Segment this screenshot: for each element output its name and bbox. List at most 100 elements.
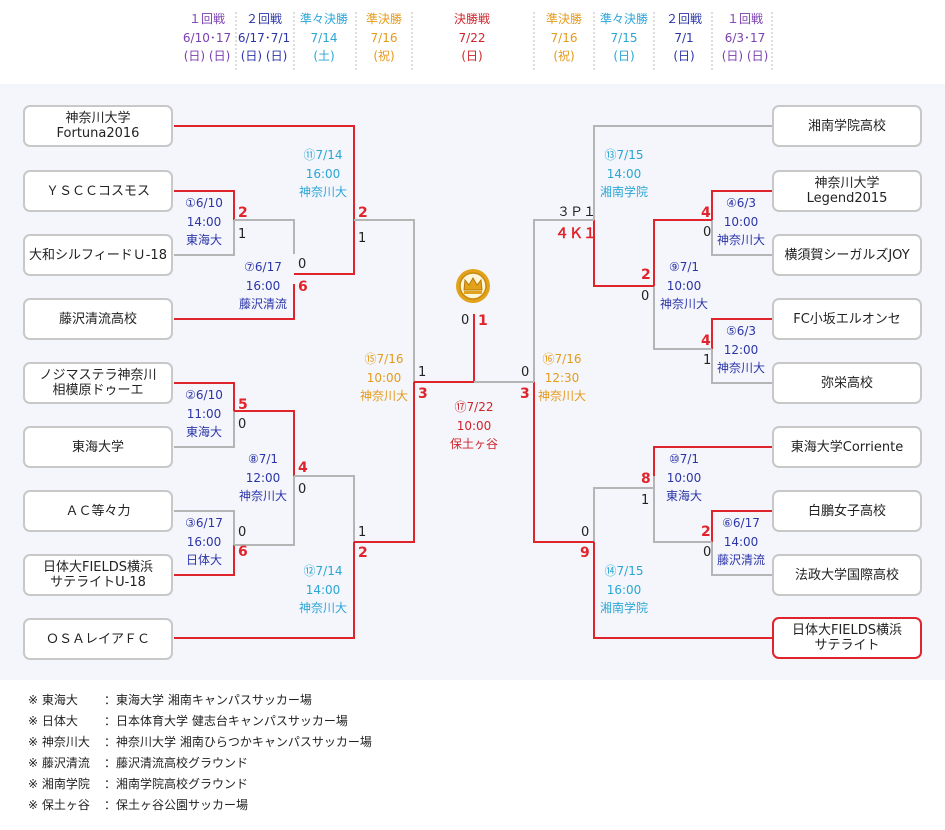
round-date: 7/1 bbox=[674, 30, 694, 45]
round-label: 決勝戦 bbox=[453, 12, 490, 26]
score: 5 bbox=[238, 397, 248, 413]
line-l-m15-top bbox=[354, 219, 415, 382]
round-label: 準決勝 bbox=[545, 12, 582, 26]
line-r-m9-bot bbox=[653, 286, 712, 350]
score: 4 bbox=[701, 205, 711, 221]
team-right-3: 横須賀シーガルズJOY bbox=[772, 234, 922, 276]
round-label: 準々決勝 bbox=[599, 12, 648, 26]
team-left-7: ＡＣ等々力 bbox=[23, 490, 173, 532]
score: 1 bbox=[358, 231, 367, 246]
header-sf-right: 準決勝 7/16 (祝) bbox=[536, 10, 592, 66]
line-l-m8-bot bbox=[234, 476, 295, 546]
round-label: ２回戦 bbox=[245, 12, 282, 26]
line-l-m8-top bbox=[234, 410, 295, 476]
line-l-m2-top bbox=[174, 382, 235, 411]
header-round1-right: １回戦 6/3･17 (日) (日) bbox=[714, 10, 776, 66]
crown-medal-icon bbox=[456, 269, 490, 303]
round-day: (祝) bbox=[553, 49, 575, 63]
legend-row: ※ 日体大：日本体育大学 健志台キャンパスサッカー場 bbox=[28, 714, 348, 728]
score: 0 bbox=[298, 482, 307, 497]
team-left-2: ＹＳＣＣコスモス bbox=[23, 170, 173, 212]
score: 6 bbox=[238, 544, 248, 560]
score: 1 bbox=[238, 227, 247, 242]
line-r-m4-top bbox=[711, 190, 772, 220]
round-day: (日) (日) bbox=[240, 49, 288, 63]
line-l-m11-bot bbox=[294, 220, 355, 275]
line-l-m1-top bbox=[174, 190, 235, 220]
line-r-m6-bot bbox=[711, 542, 772, 576]
line-l-m11-top bbox=[174, 125, 355, 220]
score: 1 bbox=[418, 365, 427, 380]
legend-row: ※ 藤沢清流：藤沢清流高校グラウンド bbox=[28, 756, 249, 770]
round-date: 7/14 bbox=[310, 30, 338, 45]
score: 0 bbox=[521, 365, 530, 380]
venue-legend: ※ 東海大：東海大学 湘南キャンパスサッカー場 ※ 日体大：日本体育大学 健志台… bbox=[28, 690, 372, 816]
line-r-m10-bot bbox=[653, 476, 712, 543]
score: ４Ｋ１ bbox=[555, 226, 597, 242]
legend-row: ※ 湘南学院：湘南学院高校グラウンド bbox=[28, 777, 249, 791]
team-right-4: FC小坂エルオンセ bbox=[772, 298, 922, 340]
score: 0 bbox=[238, 525, 247, 540]
line-r-m10-top bbox=[653, 446, 772, 476]
score: 0 bbox=[703, 545, 712, 560]
score: 0 bbox=[298, 257, 307, 272]
round-label: １回戦 bbox=[188, 12, 225, 26]
team-left-3: 大和シルフィードＵ-18 bbox=[23, 234, 173, 276]
line-r-m5-bot bbox=[711, 349, 772, 384]
team-right-8: 法政大学国際高校 bbox=[772, 554, 922, 596]
score: 8 bbox=[641, 471, 651, 487]
header-sf-left: 準決勝 7/16 (祝) bbox=[356, 10, 412, 66]
round-date: 7/16 bbox=[550, 30, 578, 45]
round-date: 7/16 bbox=[370, 30, 398, 45]
header-qf-right: 準々決勝 7/15 (日) bbox=[594, 10, 654, 66]
team-right-2: 神奈川大学 Legend2015 bbox=[772, 170, 922, 212]
score: 1 bbox=[641, 493, 650, 508]
line-l-m12-top bbox=[294, 475, 355, 542]
score: 6 bbox=[298, 279, 308, 295]
score: 9 bbox=[580, 545, 590, 561]
team-left-6: 東海大学 bbox=[23, 426, 173, 468]
line-l-m2-bot bbox=[174, 411, 235, 448]
team-right-7: 白鵬女子高校 bbox=[772, 490, 922, 532]
line-r-m14-top bbox=[593, 487, 654, 542]
round-date: 6/3･17 bbox=[724, 30, 766, 45]
round-date: 6/17･7/1 bbox=[237, 30, 291, 45]
round-date: 7/22 bbox=[458, 30, 486, 45]
header-qf-left: 準々決勝 7/14 (土) bbox=[294, 10, 354, 66]
line-l-m1-bot bbox=[174, 220, 235, 256]
line-r-m14-bot bbox=[593, 542, 772, 639]
line-r-m5-top bbox=[711, 318, 772, 349]
team-right-9-champion: 日体大FIELDS横浜 サテライト bbox=[772, 617, 922, 659]
score: 0 bbox=[641, 289, 650, 304]
team-left-5: ノジマステラ神奈川 相模原ドゥーエ bbox=[23, 362, 173, 404]
score: 1 bbox=[358, 525, 367, 540]
header-dividers bbox=[235, 12, 773, 72]
team-right-6: 東海大学Corriente bbox=[772, 426, 922, 468]
score: 0 bbox=[703, 225, 712, 240]
score: 3 bbox=[418, 386, 428, 402]
score: ３Ｐ１ bbox=[557, 205, 597, 220]
line-l-m7-top bbox=[234, 219, 295, 254]
legend-row: ※ 保土ヶ谷：保土ヶ谷公園サッカー場 bbox=[28, 798, 249, 812]
round-date: 6/10･17 bbox=[182, 30, 232, 45]
score: 0 bbox=[461, 313, 470, 328]
legend-row: ※ 神奈川大：神奈川大学 湘南ひらつかキャンパスサッカー場 bbox=[28, 735, 372, 749]
header-round2-left: ２回戦 6/17･7/1 (日) (日) bbox=[236, 10, 292, 66]
bracket-lines bbox=[174, 125, 772, 639]
line-l-m7-bot bbox=[174, 284, 295, 320]
line-r-m6-top bbox=[711, 510, 772, 542]
line-l-m15-bot bbox=[354, 382, 415, 543]
team-right-5: 弥栄高校 bbox=[772, 362, 922, 404]
line-l-m3-bot bbox=[174, 545, 235, 576]
header-round1-left: １回戦 6/10･17 (日) (日) bbox=[176, 10, 238, 66]
